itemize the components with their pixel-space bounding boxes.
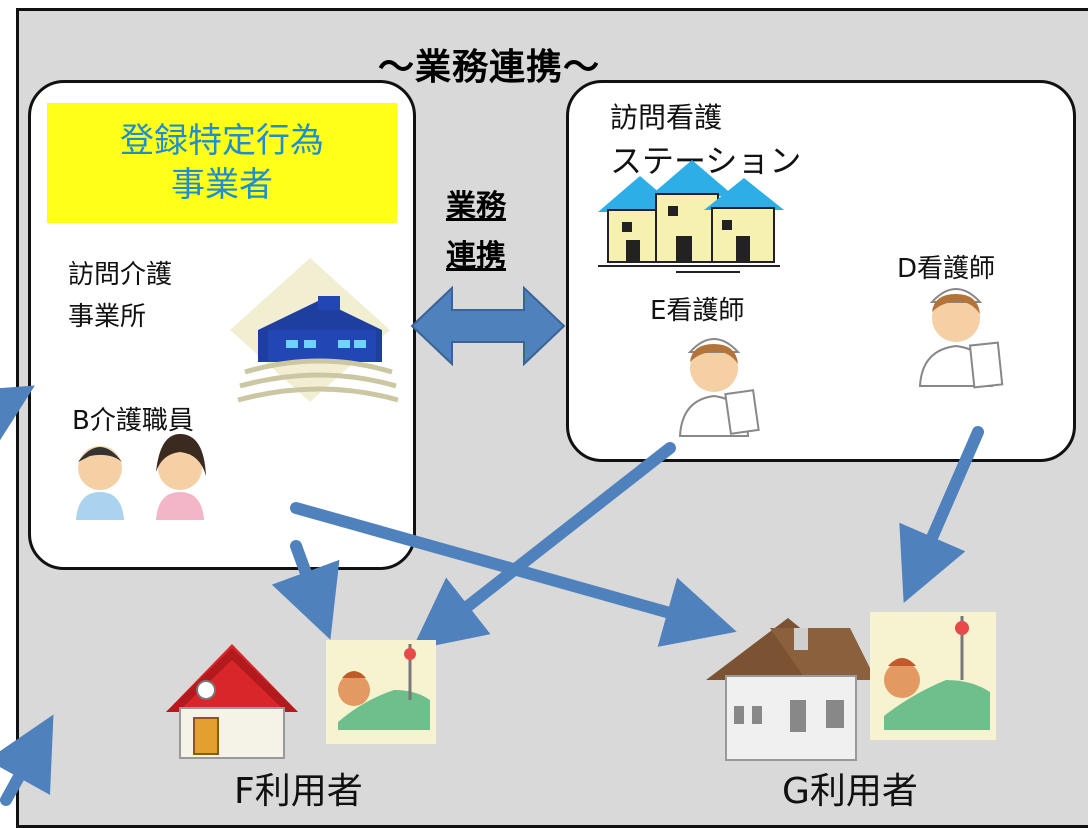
arrow-staff-to-g <box>290 502 737 647</box>
user-g-house-icon <box>706 618 876 761</box>
service-arrows <box>0 385 984 806</box>
nursing-station-box <box>566 80 1076 462</box>
station-label-line1: 訪問看護 <box>610 101 723 134</box>
arrow-left-edge-bottom <box>0 714 54 806</box>
diagram-graphics <box>0 160 1004 806</box>
office-label-line1: 訪問介護 <box>68 260 173 290</box>
care-staff-boy-icon <box>76 446 124 520</box>
user-g-label: G利用者 <box>782 771 918 812</box>
registered-provider-label: 登録特定行為 事業者 <box>120 121 324 205</box>
collaboration-label: 業務 連携 <box>446 189 506 274</box>
nurse-e-label: E看護師 <box>650 296 745 326</box>
nursing-station-building-icon <box>598 160 784 273</box>
arrow-nurse-d-to-g <box>899 426 984 604</box>
patient-g-icon <box>870 612 996 740</box>
arrow-left-edge-top <box>0 385 35 454</box>
nurse-d-label: D看護師 <box>897 254 996 284</box>
user-f-label: F利用者 <box>234 771 363 812</box>
patient-f-icon <box>326 640 436 744</box>
nurse-e-icon <box>678 338 760 437</box>
care-staff-label: B介護職員 <box>72 406 194 436</box>
user-f-house-icon <box>166 644 298 759</box>
arrow-nurse-e-to-f <box>411 442 676 651</box>
arrow-staff-to-f <box>271 540 340 640</box>
care-staff-girl-icon <box>156 434 206 520</box>
diagram-title: ～業務連携～ <box>378 47 601 88</box>
office-label-line2: 事業所 <box>68 302 147 332</box>
collaboration-double-arrow <box>410 285 566 367</box>
office-building-icon <box>230 258 399 403</box>
nurse-d-icon <box>918 288 1004 389</box>
registered-provider-banner: 登録特定行為 事業者 <box>47 103 397 223</box>
